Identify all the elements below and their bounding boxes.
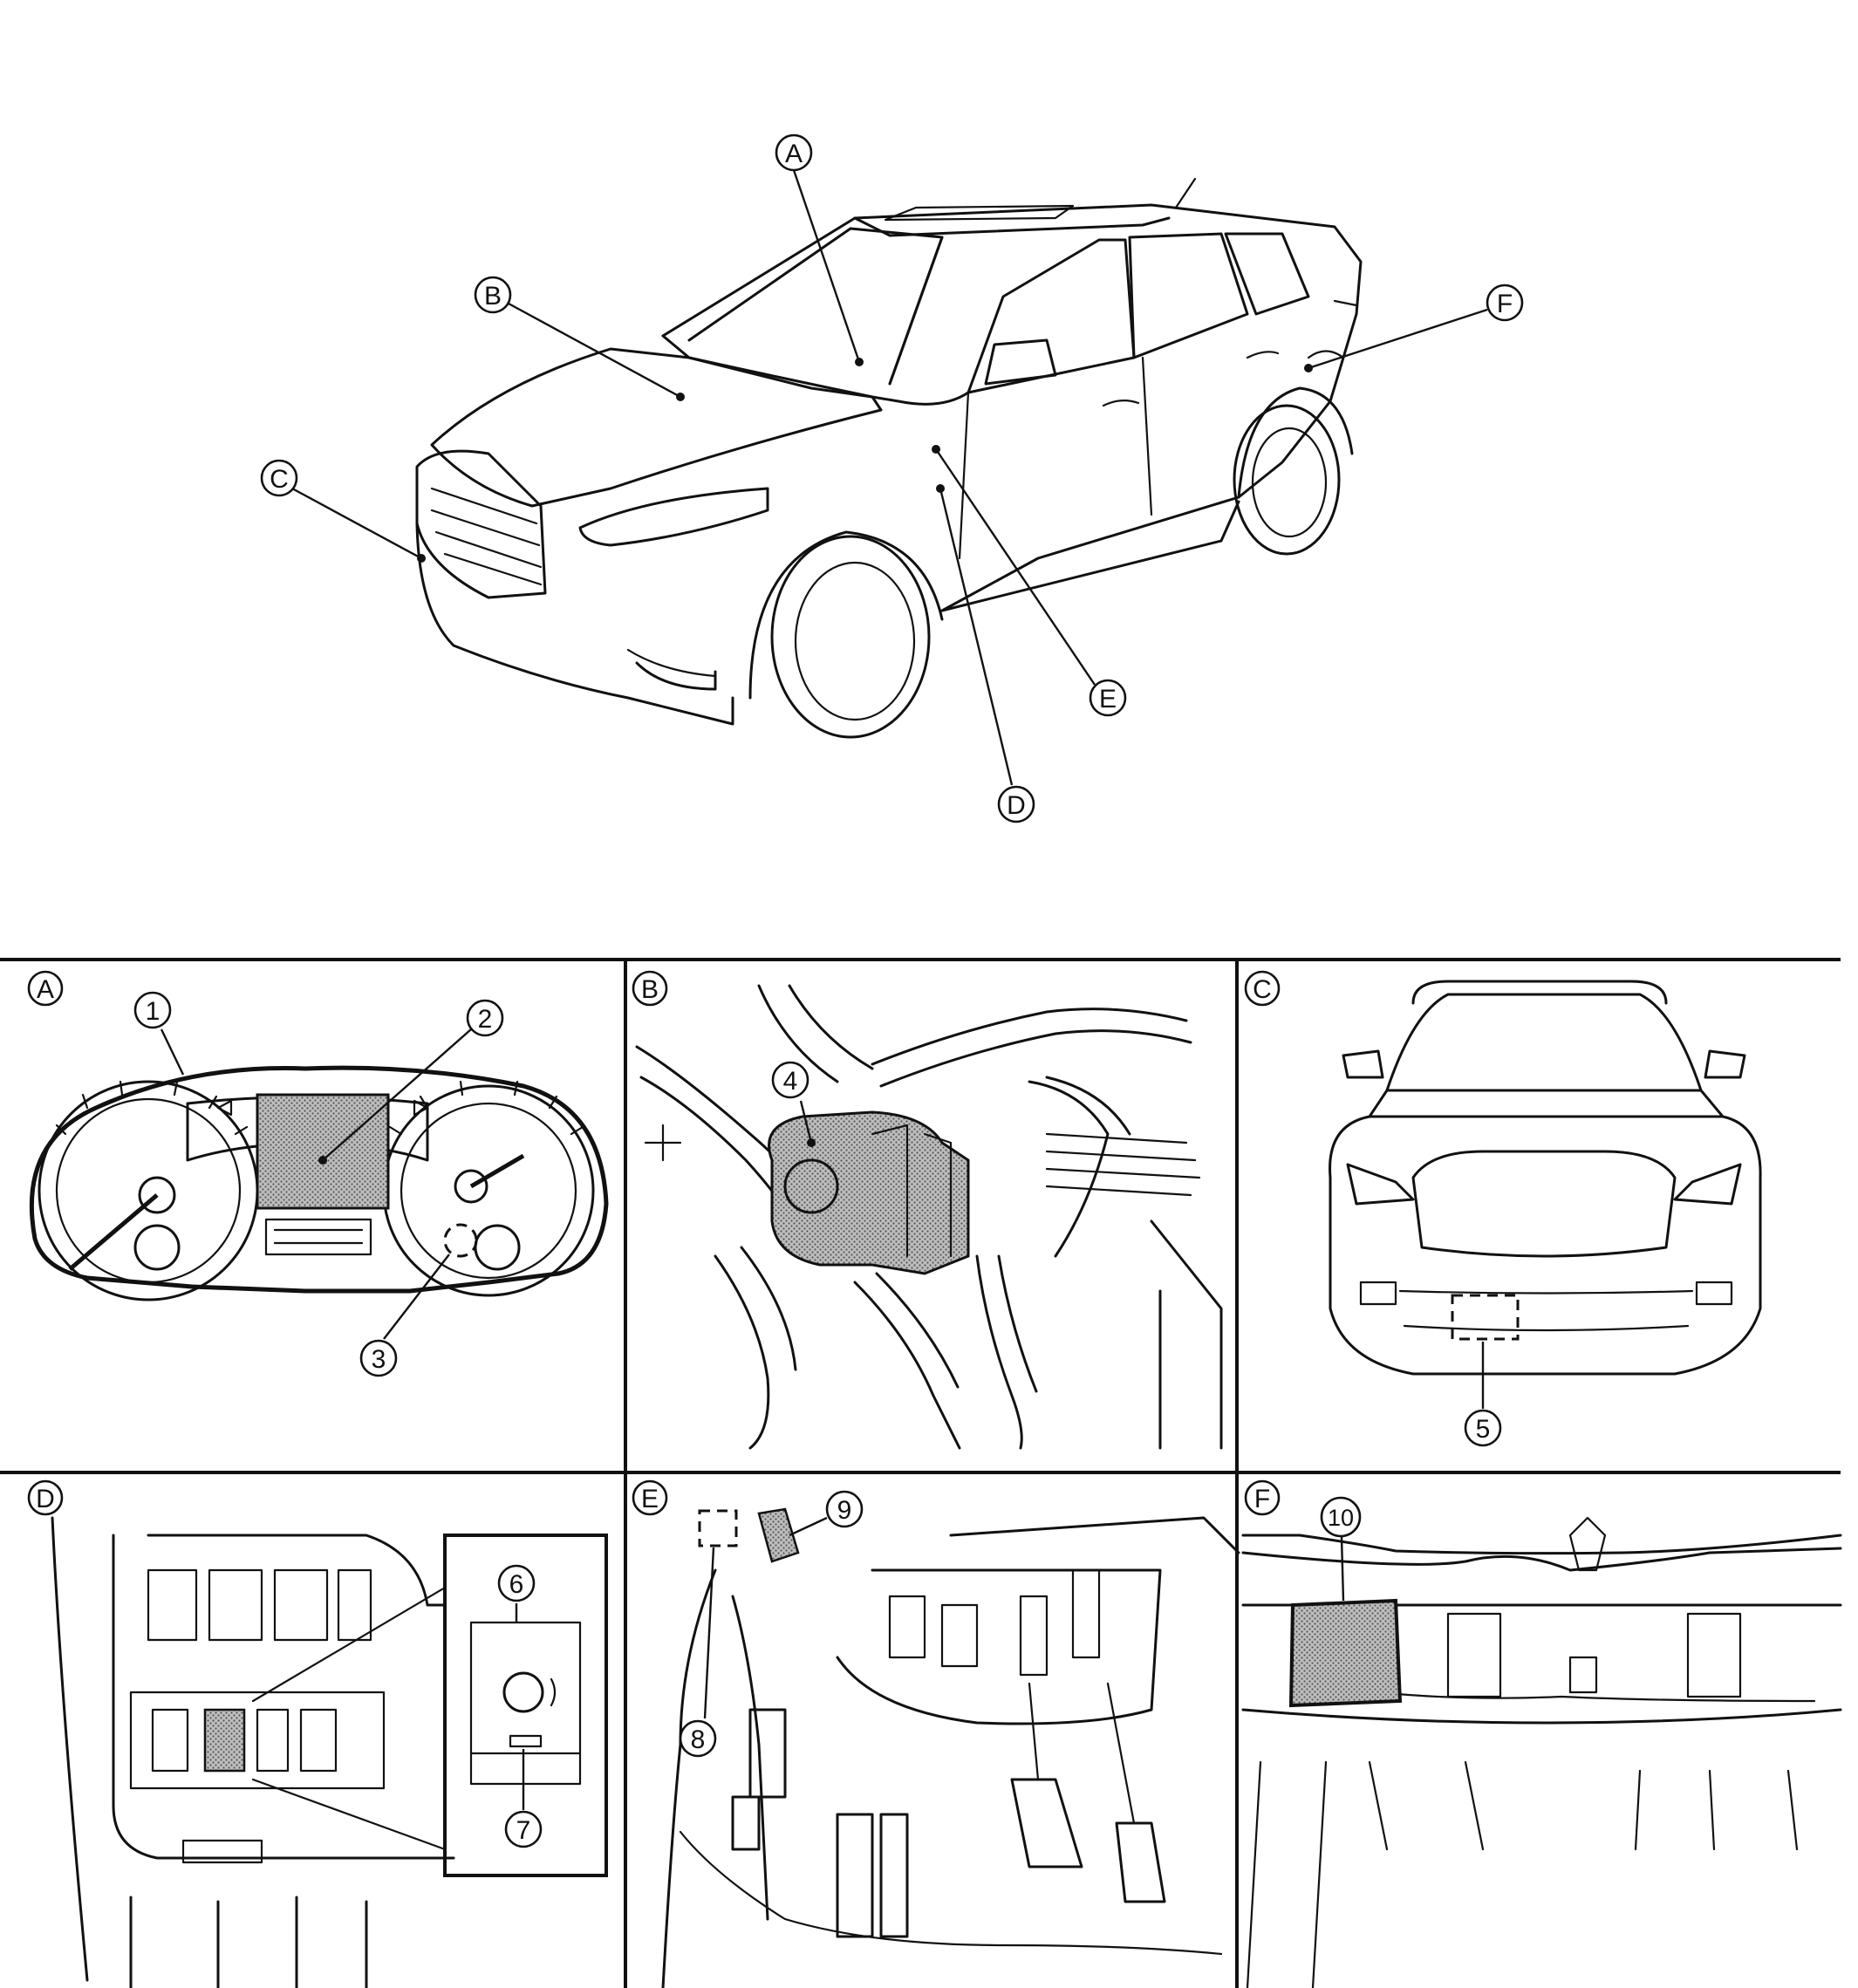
callout-number-2: 2: [478, 1005, 493, 1034]
vehicle-overview: [415, 177, 1363, 739]
callout-number-3: 3: [372, 1345, 386, 1374]
callout-letter-e: E: [1099, 685, 1117, 714]
callout-letter-c: C: [270, 465, 289, 494]
callout-number-1: 1: [146, 997, 161, 1026]
callout-E-main: E: [932, 445, 1127, 717]
callout-number-4: 4: [783, 1067, 798, 1096]
callout-letter-f: F: [1497, 290, 1513, 318]
panel-d-switch-panel: D 6 7: [27, 1479, 608, 1988]
callout-number-10: 10: [1328, 1505, 1354, 1531]
panel-e-under-dash: E 8 9: [632, 1479, 1240, 1988]
panel-letter-a: A: [37, 975, 54, 1004]
callout-number-5: 5: [1476, 1415, 1491, 1444]
panel-f-rear-bumper: F 10: [1241, 1479, 1842, 1988]
panel-letter-e: E: [641, 1485, 659, 1513]
detail-grid-frame: [0, 958, 1841, 1988]
callout-number-7: 7: [516, 1816, 531, 1845]
callout-C-main: C: [260, 459, 426, 563]
panel-c-front-view: C 5: [1244, 970, 1762, 1447]
callout-letter-a: A: [785, 140, 803, 168]
panel-letter-c: C: [1253, 975, 1272, 1004]
callout-A-main: A: [775, 133, 864, 366]
callout-number-9: 9: [837, 1496, 852, 1525]
callout-F-main: F: [1304, 284, 1524, 372]
panel-b-actuator: B 4: [632, 970, 1223, 1450]
panel-a-instrument-cluster: A 1 2 3: [27, 970, 609, 1377]
callout-B-main: B: [474, 276, 685, 401]
callout-number-8: 8: [691, 1725, 706, 1754]
callout-letter-b: B: [484, 282, 502, 311]
panel-letter-b: B: [641, 975, 659, 1004]
panel-letter-f: F: [1254, 1485, 1270, 1513]
callout-number-6: 6: [509, 1570, 524, 1599]
callout-letter-d: D: [1007, 791, 1026, 820]
panel-letter-d: D: [36, 1485, 55, 1513]
callout-D-main: D: [936, 484, 1035, 823]
